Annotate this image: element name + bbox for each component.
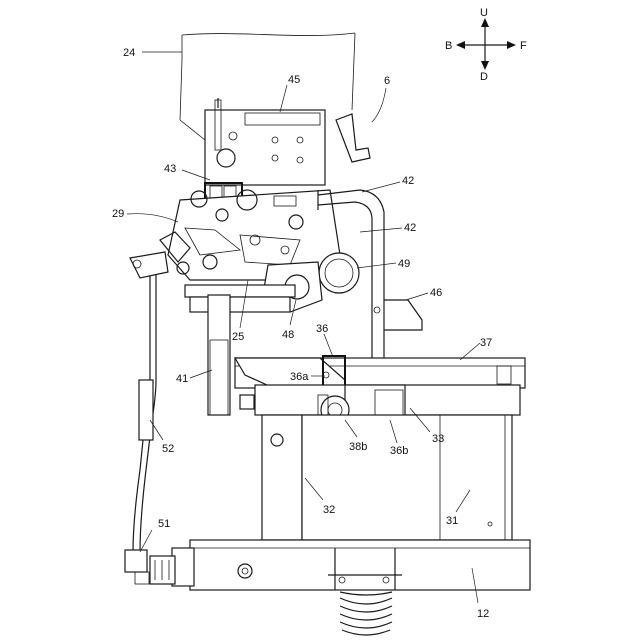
damper-49 (319, 253, 359, 293)
spring (340, 592, 392, 635)
label-51: 51 (158, 518, 170, 530)
base-beam-12 (172, 540, 530, 590)
label-33: 33 (432, 433, 444, 445)
label-31: 31 (446, 515, 458, 527)
label-36a: 36a (290, 371, 309, 383)
label-32: 32 (323, 504, 335, 516)
disc-25 (185, 285, 295, 312)
label-24: 24 (123, 47, 135, 59)
label-12: 12 (477, 608, 489, 620)
label-42-lower: 42 (404, 222, 416, 234)
label-37: 37 (480, 337, 492, 349)
upper-bracket (205, 98, 370, 185)
label-43: 43 (164, 163, 176, 175)
label-52: 52 (162, 443, 174, 455)
label-36b: 36b (390, 445, 408, 457)
direction-compass: U D B F (445, 7, 527, 83)
label-46: 46 (430, 287, 442, 299)
label-49: 49 (398, 258, 410, 270)
label-29: 29 (112, 208, 124, 220)
label-36: 36 (316, 323, 328, 335)
compass-up-label: U (480, 7, 488, 19)
post-41 (208, 295, 254, 415)
label-41: 41 (176, 373, 188, 385)
label-42-upper: 42 (402, 175, 414, 187)
rail-46 (374, 300, 422, 330)
label-25: 25 (232, 331, 244, 343)
compass-down-label: D (480, 71, 488, 83)
cable-52 (130, 252, 168, 552)
label-45: 45 (288, 74, 300, 86)
compass-back-label: B (445, 40, 452, 52)
label-38b: 38b (349, 441, 367, 453)
label-6: 6 (384, 75, 390, 87)
compass-front-label: F (520, 40, 527, 52)
connector-51 (125, 550, 175, 584)
label-48: 48 (282, 329, 294, 341)
frame-32-31 (262, 415, 512, 540)
